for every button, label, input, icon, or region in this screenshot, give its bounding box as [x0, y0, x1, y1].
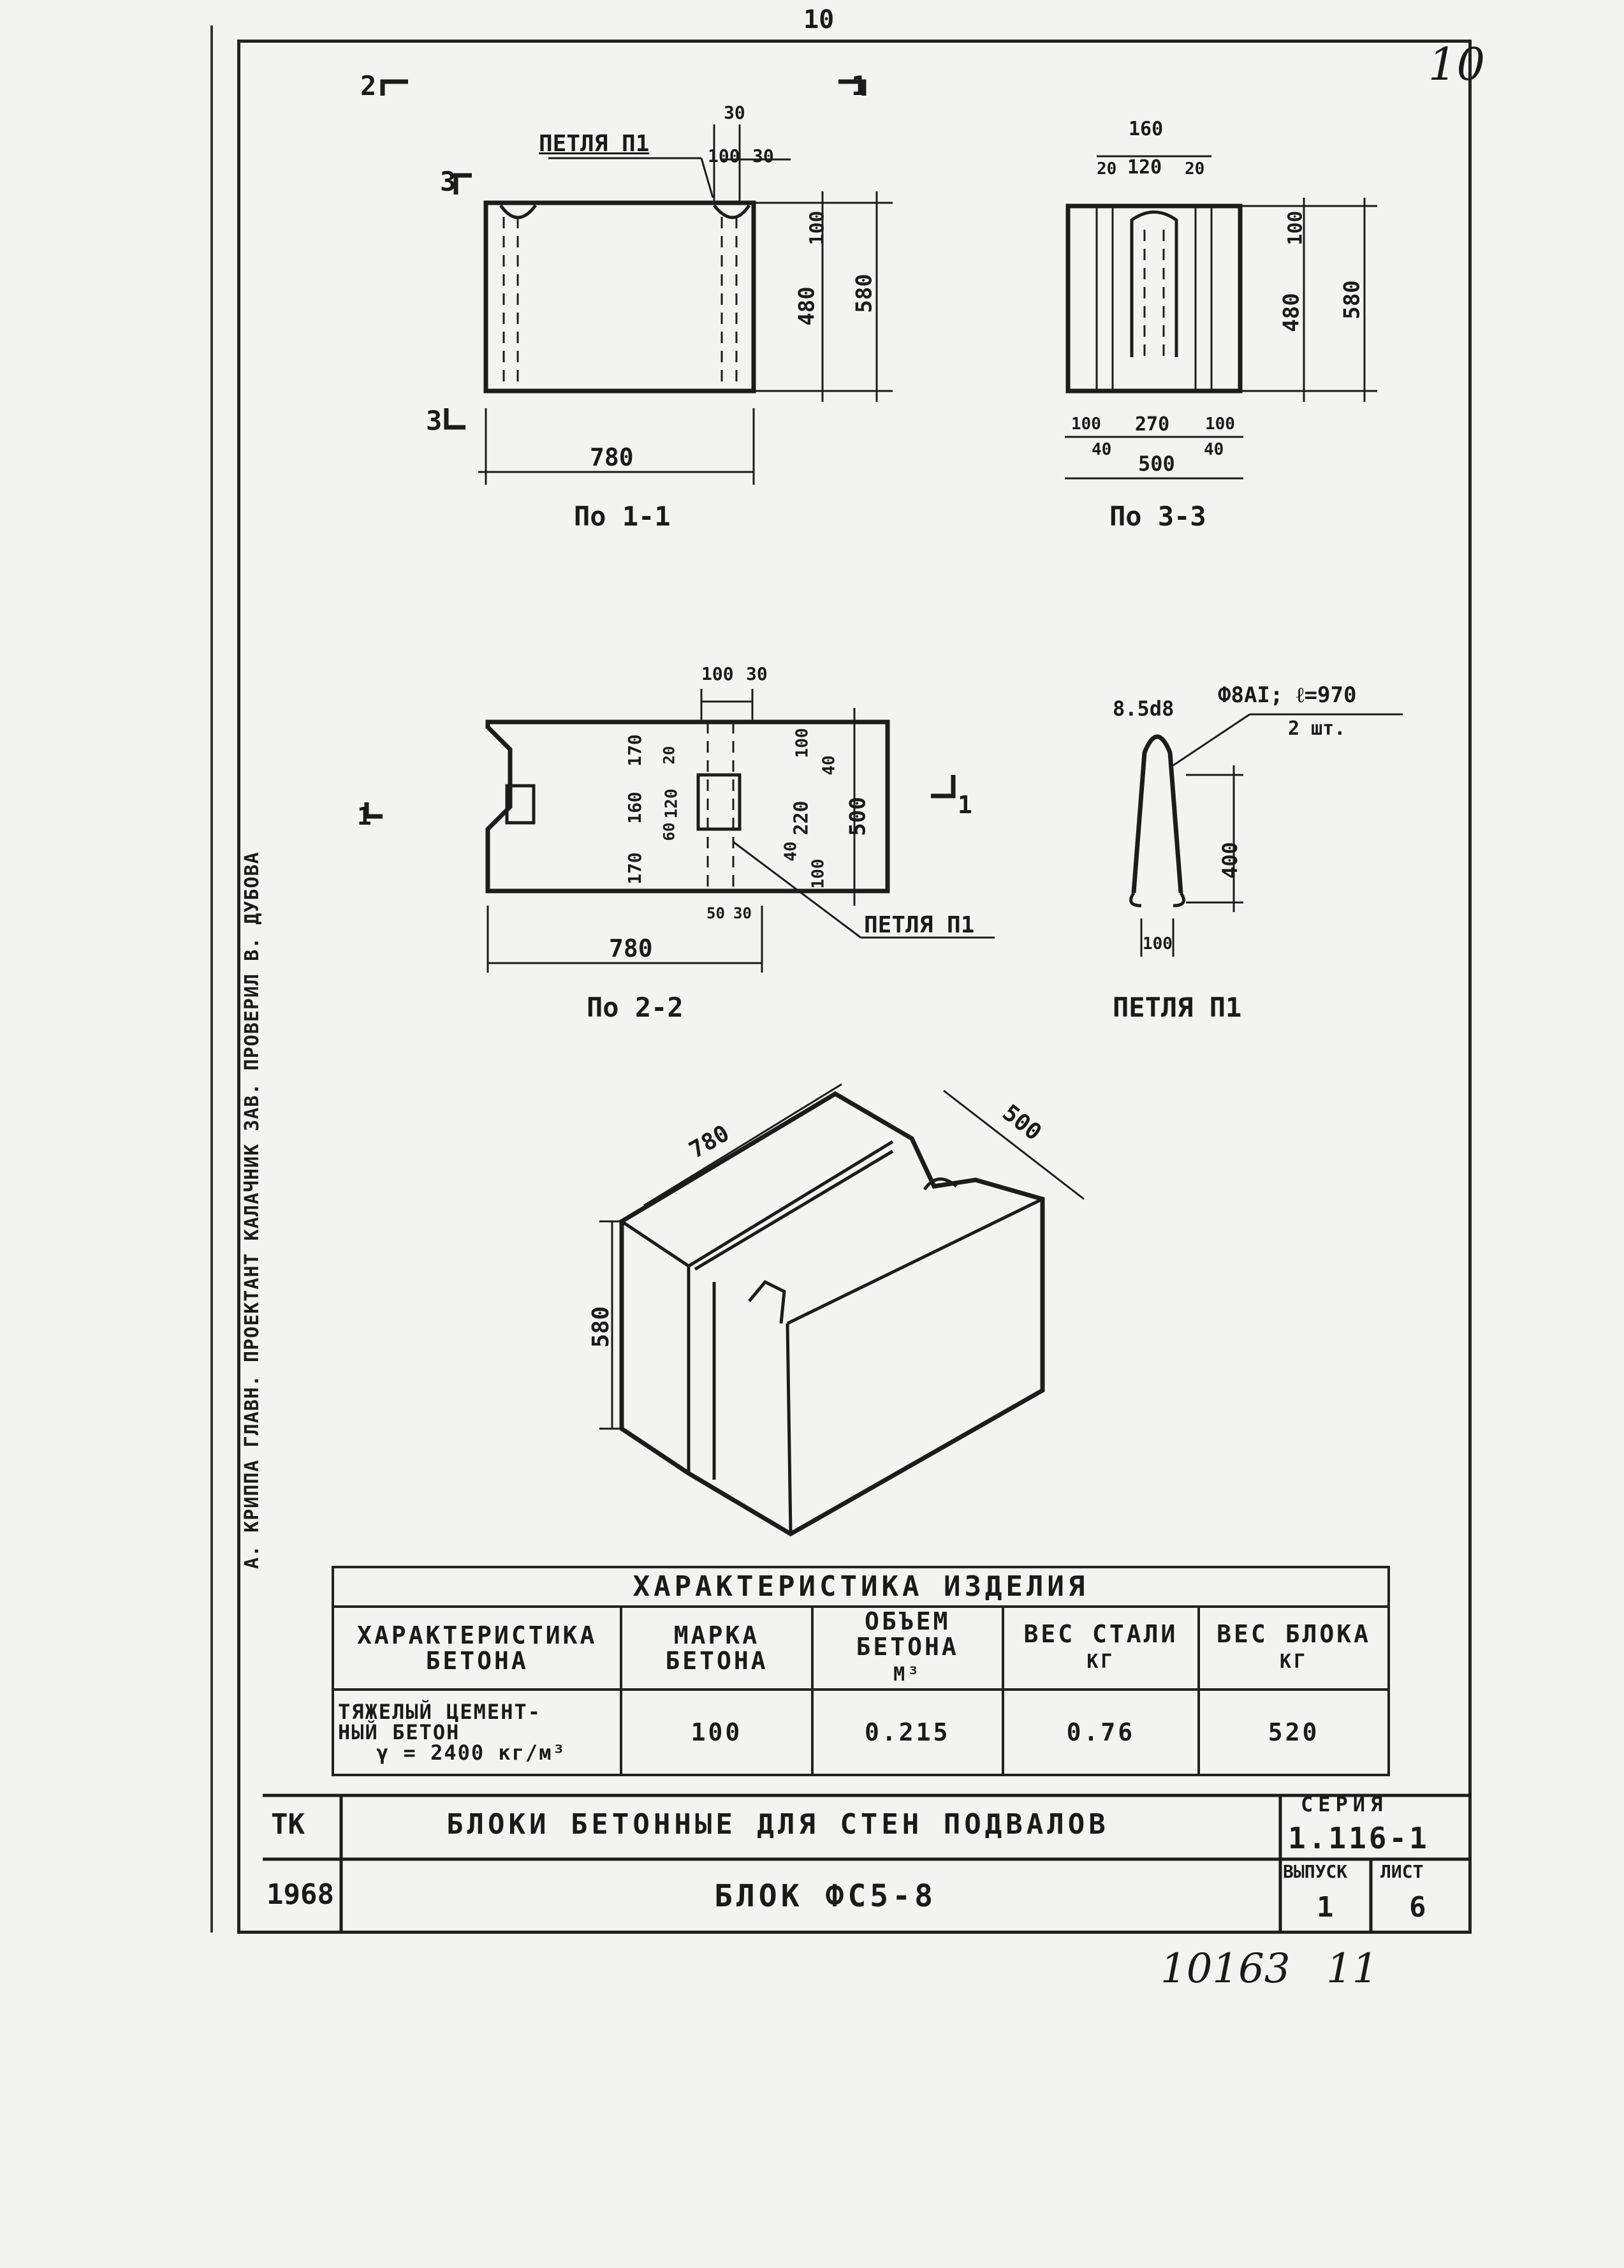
series-value: 1.116-1 — [1288, 1821, 1430, 1855]
drawing-frame — [237, 40, 1472, 1934]
dim-2-2-right-1: 100 — [793, 728, 812, 758]
dim-2-2-mid-3: 60 — [660, 822, 678, 841]
loop-label-2-2: ПЕТЛЯ П1 — [864, 912, 975, 938]
dim-2-2-right-4: 40 — [781, 841, 801, 862]
dim-3-3-top-right: 100 — [1284, 210, 1307, 246]
loop-height: 400 — [1217, 842, 1242, 879]
section-2-2-title: По 2-2 — [587, 992, 684, 1023]
dim-2-2-top-b: 30 — [746, 663, 768, 684]
header-concrete-type: ХАРАКТЕРИСТИКА БЕТОНА — [331, 1605, 623, 1691]
dim-3-3-bottom-a: 100 — [1071, 415, 1101, 434]
cell-concrete-volume: 0.215 — [810, 1688, 1004, 1776]
dim-loop-c: 30 — [724, 102, 745, 123]
dim-3-3-bottom-c: 100 — [1205, 415, 1235, 434]
dim-3-3-top-a: 20 — [1097, 159, 1117, 179]
left-strip-line — [210, 26, 213, 1933]
dim-2-2-right-5: 100 — [808, 858, 828, 889]
sheet-value: 6 — [1409, 1891, 1426, 1924]
characteristics-title: ХАРАКТЕРИСТИКА ИЗДЕЛИЯ — [332, 1566, 1390, 1608]
dim-loop-a: 100 — [708, 145, 740, 166]
dim-2-2-top-a: 100 — [701, 663, 734, 684]
section-2-2-outline — [485, 719, 890, 894]
loop-spec: Ф8АI; ℓ=970 — [1218, 682, 1357, 708]
dim-2-2-left-2: 160 — [624, 792, 645, 824]
isometric-outline — [619, 1091, 1045, 1537]
dim-2-2-width: 780 — [609, 934, 653, 962]
dim-3-3-top-c: 20 — [1185, 159, 1205, 179]
dim-2-2-mid-1: 20 — [660, 746, 678, 765]
dim-3-3-bottom-total: 500 — [1138, 452, 1175, 476]
dim-loop-b: 30 — [752, 145, 774, 166]
section-3-3-title: По 3-3 — [1109, 501, 1206, 532]
title-block-title: БЛОКИ БЕТОННЫЕ ДЛЯ СТЕН ПОДВАЛОВ — [446, 1808, 1109, 1841]
dim-2-2-left-3: 170 — [624, 852, 645, 885]
cut-1-right: 1 — [958, 791, 972, 819]
sheet-label: ЛИСТ — [1380, 1861, 1424, 1882]
dim-1-1-top: 100 — [806, 210, 829, 246]
series-label: СЕРИЯ — [1301, 1792, 1388, 1816]
dim-2-2-right-2: 40 — [819, 755, 839, 776]
dim-3-3-inner: 480 — [1278, 293, 1305, 332]
bottom-number-2: 11 — [1326, 1945, 1379, 1992]
dim-3-3-bottom-d: 40 — [1092, 440, 1112, 459]
characteristics-table: ХАРАКТЕРИСТИКА ИЗДЕЛИЯ ХАРАКТЕРИСТИКА БЕ… — [331, 1566, 1390, 1776]
title-block-item: БЛОК ФС5-8 — [714, 1878, 937, 1914]
cut-3-label-bottom: 3 — [426, 405, 443, 436]
title-block-year: 1968 — [267, 1878, 334, 1911]
loop-count: 2 шт. — [1288, 718, 1346, 740]
section-1-1-outline — [483, 200, 756, 394]
dim-3-3-top-total: 160 — [1129, 118, 1164, 140]
dim-3-3-bottom-e: 40 — [1204, 440, 1224, 459]
dim-2-2-bottom-b: 30 — [733, 904, 752, 922]
cut-3-label-top: 3 — [440, 166, 457, 197]
loop-title: ПЕТЛЯ П1 — [1113, 992, 1242, 1023]
loop-label-1-1: ПЕТЛЯ П1 — [539, 131, 650, 157]
dim-1-1-total: 580 — [851, 274, 877, 313]
cut-2-label: 2 — [360, 70, 377, 101]
top-sheet-number: 10 — [803, 5, 835, 34]
dim-2-2-mid-2: 120 — [662, 788, 682, 819]
dim-2-2-right-3: 220 — [790, 800, 813, 836]
dim-3-3-total: 580 — [1339, 280, 1365, 320]
title-block-org: ТК — [271, 1808, 305, 1841]
bottom-number: 10163 — [1160, 1945, 1291, 1992]
issue-value: 1 — [1317, 1891, 1334, 1924]
iso-dim-height: 580 — [588, 1306, 615, 1348]
loop-radius: 8.5d8 — [1113, 696, 1174, 721]
dim-3-3-top-b: 120 — [1127, 156, 1162, 179]
dim-1-1-inner: 480 — [794, 286, 820, 326]
section-3-3-outline — [1065, 203, 1243, 394]
dim-2-2-left-1: 170 — [624, 734, 645, 767]
cell-steel-weight: 0.76 — [1001, 1688, 1201, 1776]
cut-1-label-top: 1 — [851, 70, 868, 101]
dim-3-3-bottom-b: 270 — [1135, 413, 1170, 436]
dim-2-2-bottom-a: 50 — [706, 904, 725, 922]
cut-1-left: 1 — [357, 802, 372, 830]
header-concrete-grade: МАРКА БЕТОНА — [620, 1605, 814, 1691]
loop-base: 100 — [1143, 934, 1173, 954]
cell-concrete-type: ТЯЖЕЛЫЙ ЦЕМЕНТ- НЫЙ БЕТОН γ = 2400 кг/м³ — [331, 1688, 623, 1776]
dim-2-2-height: 500 — [845, 797, 871, 836]
section-1-1-title: По 1-1 — [574, 501, 671, 532]
cell-concrete-grade: 100 — [620, 1688, 814, 1776]
dim-1-1-width: 780 — [590, 443, 634, 471]
issue-label: ВЫПУСК — [1283, 1861, 1348, 1882]
cell-block-weight: 520 — [1197, 1688, 1390, 1776]
corner-number: 10 — [1428, 38, 1486, 91]
